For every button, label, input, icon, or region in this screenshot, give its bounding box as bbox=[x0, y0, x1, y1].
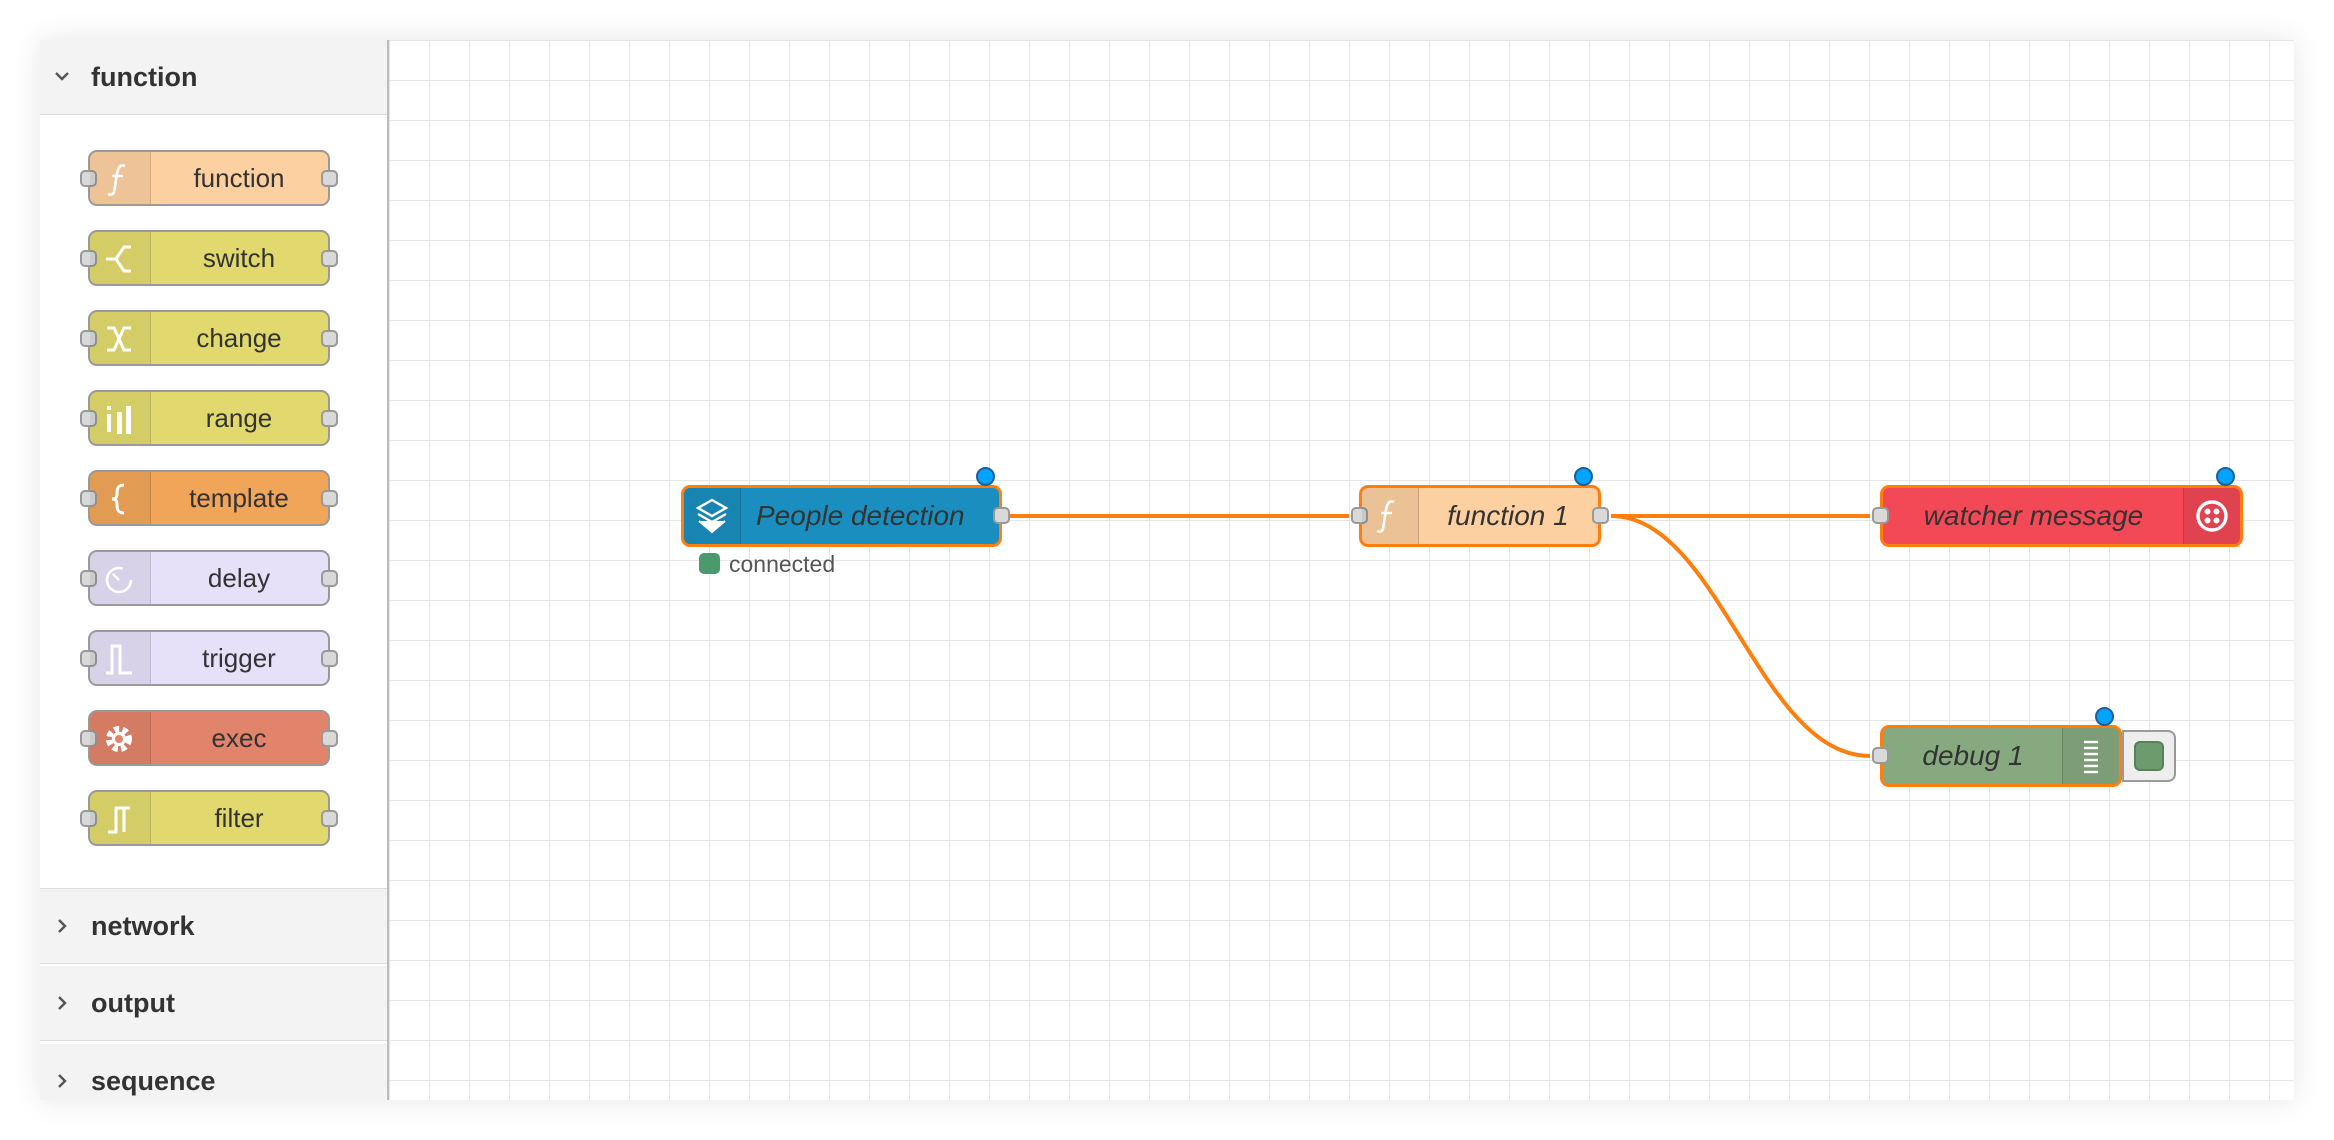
output-port bbox=[321, 330, 338, 347]
category-network-header[interactable]: network bbox=[40, 888, 387, 964]
gear-icon bbox=[106, 726, 132, 752]
category-label: output bbox=[91, 988, 175, 1018]
node-label: function 1 bbox=[1447, 500, 1569, 531]
flow-node-people-detection[interactable]: People detection bbox=[681, 467, 1010, 547]
changed-indicator bbox=[1574, 467, 1593, 486]
palette-node-filter[interactable]: filter bbox=[80, 790, 338, 846]
category-sequence-header[interactable]: sequence bbox=[40, 1044, 387, 1100]
function-icon bbox=[107, 164, 126, 196]
palette-node-delay[interactable]: delay bbox=[80, 550, 338, 606]
list-icon bbox=[2084, 740, 2098, 774]
status-text: connected bbox=[729, 551, 836, 577]
output-port bbox=[321, 490, 338, 507]
output-port bbox=[321, 410, 338, 427]
palette-node-template[interactable]: template bbox=[80, 470, 338, 526]
node-label: debug 1 bbox=[1922, 740, 2024, 771]
input-port bbox=[80, 410, 97, 427]
output-port bbox=[321, 810, 338, 827]
output-port bbox=[321, 170, 338, 187]
output-port[interactable] bbox=[993, 507, 1010, 524]
chevron-down-icon bbox=[55, 72, 69, 81]
function-icon bbox=[1376, 500, 1395, 533]
input-port bbox=[80, 810, 97, 827]
chevron-right-icon bbox=[58, 996, 67, 1010]
category-label: sequence bbox=[91, 1066, 216, 1096]
input-port[interactable] bbox=[1872, 507, 1889, 524]
twilio-icon bbox=[2196, 500, 2228, 532]
node-palette: function function switch bbox=[40, 40, 389, 1100]
palette-node-label: range bbox=[205, 403, 273, 433]
palette-node-label: switch bbox=[202, 243, 276, 273]
palette-node-label: change bbox=[196, 323, 282, 353]
change-icon bbox=[107, 326, 131, 352]
debug-active-indicator bbox=[2134, 741, 2164, 771]
palette-node-exec[interactable]: exec bbox=[80, 710, 338, 766]
palette-node-label: function bbox=[193, 163, 285, 193]
flow-workspace[interactable]: People detection connected function 1 bbox=[389, 40, 2294, 1100]
range-icon bbox=[107, 406, 131, 434]
changed-indicator bbox=[2216, 467, 2235, 486]
palette-node-label: template bbox=[189, 483, 289, 513]
output-port bbox=[321, 570, 338, 587]
input-port bbox=[80, 490, 97, 507]
debug-toggle-button[interactable] bbox=[2122, 730, 2176, 782]
wire-function-to-debug[interactable] bbox=[1610, 514, 1871, 758]
status-dot bbox=[699, 553, 720, 574]
delay-icon bbox=[105, 566, 133, 594]
node-status: connected bbox=[699, 551, 859, 579]
category-output-header[interactable]: output bbox=[40, 966, 387, 1041]
category-label: network bbox=[91, 911, 195, 941]
node-label: People detection bbox=[756, 500, 965, 531]
trigger-icon bbox=[106, 644, 132, 675]
category-function-header[interactable]: function bbox=[40, 40, 387, 115]
input-port bbox=[80, 250, 97, 267]
output-port[interactable] bbox=[1592, 507, 1609, 524]
flow-node-debug-1[interactable]: debug 1 bbox=[1872, 707, 2122, 787]
chevron-right-icon bbox=[58, 1074, 67, 1088]
changed-indicator bbox=[976, 467, 995, 486]
palette-node-range[interactable]: range bbox=[80, 390, 338, 446]
output-port bbox=[321, 250, 338, 267]
palette-node-function[interactable]: function bbox=[80, 150, 338, 206]
changed-indicator bbox=[2095, 707, 2114, 726]
input-port bbox=[80, 730, 97, 747]
input-port bbox=[80, 570, 97, 587]
flow-node-function-1[interactable]: function 1 bbox=[1351, 467, 1609, 547]
category-label: function bbox=[91, 62, 198, 92]
node-red-editor: function function switch bbox=[40, 40, 2294, 1100]
palette-node-change[interactable]: change bbox=[80, 310, 338, 366]
palette-node-label: filter bbox=[214, 803, 264, 833]
input-port bbox=[80, 330, 97, 347]
flow-node-watcher-message[interactable]: watcher message bbox=[1872, 467, 2243, 547]
output-port bbox=[321, 730, 338, 747]
template-icon bbox=[111, 483, 125, 515]
input-port bbox=[80, 650, 97, 667]
chevron-right-icon bbox=[58, 919, 67, 933]
wires-layer bbox=[1003, 514, 1871, 758]
input-port[interactable] bbox=[1351, 507, 1368, 524]
switch-icon bbox=[106, 245, 131, 273]
palette-node-label: delay bbox=[207, 563, 271, 593]
palette-node-label: trigger bbox=[202, 643, 276, 673]
node-label: watcher message bbox=[1923, 500, 2144, 531]
palette-node-label: exec bbox=[211, 723, 267, 753]
palette-node-trigger[interactable]: trigger bbox=[80, 630, 338, 686]
input-port[interactable] bbox=[1872, 747, 1889, 764]
output-port bbox=[321, 650, 338, 667]
palette-node-switch[interactable]: switch bbox=[80, 230, 338, 286]
input-port bbox=[80, 170, 97, 187]
filter-icon bbox=[108, 806, 130, 834]
sensecraft-icon bbox=[695, 498, 729, 534]
